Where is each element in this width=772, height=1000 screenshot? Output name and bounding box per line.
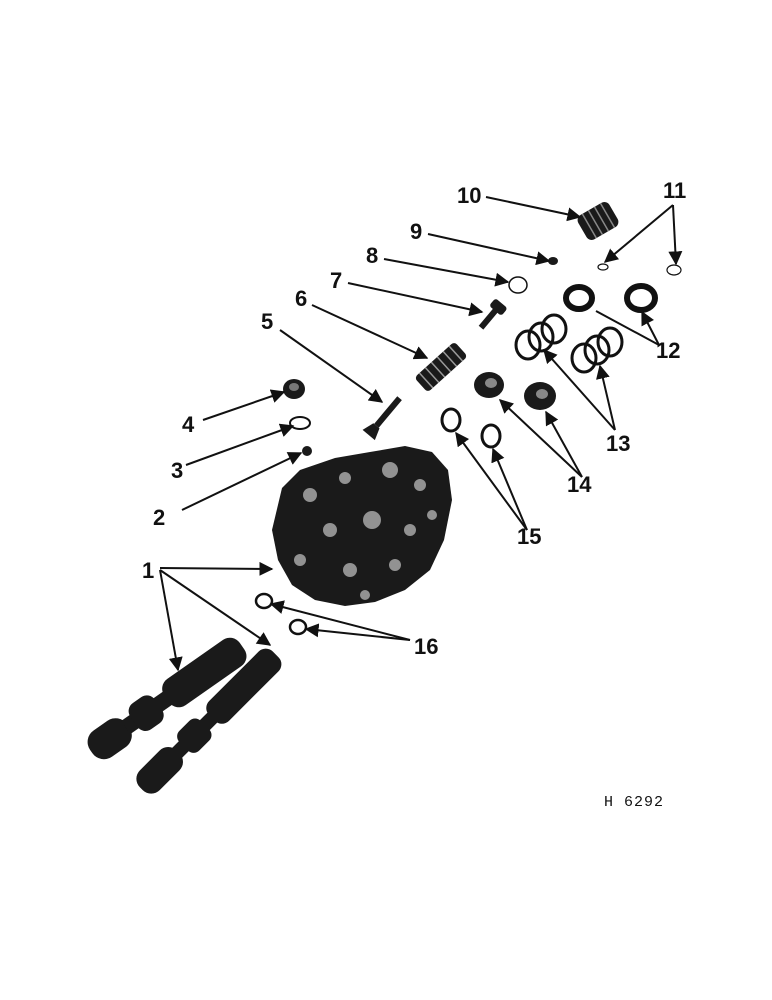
callout-1: 1 xyxy=(142,558,154,583)
callout-11: 11 xyxy=(663,178,686,203)
spool-lower xyxy=(136,648,282,794)
o-rings xyxy=(440,407,502,449)
callout-2: 2 xyxy=(153,505,165,530)
callout-15: 15 xyxy=(517,524,541,549)
o-ring-small xyxy=(289,416,311,430)
callout-10: 10 xyxy=(457,183,481,208)
callout-14: 14 xyxy=(567,472,592,497)
callout-8: 8 xyxy=(366,243,378,268)
spool-upper xyxy=(87,637,247,760)
callout-4: 4 xyxy=(182,412,195,437)
callout-labels: 1 2 3 4 5 6 7 8 9 10 11 12 13 14 15 16 xyxy=(142,178,686,659)
plug xyxy=(283,379,305,399)
figure-reference: H 6292 xyxy=(604,794,664,811)
adjusting-screw xyxy=(478,299,507,330)
callout-13: 13 xyxy=(606,431,630,456)
spring-seats xyxy=(474,372,556,410)
callout-6: 6 xyxy=(295,286,307,311)
callout-9: 9 xyxy=(410,219,422,244)
retaining-pins xyxy=(597,263,682,276)
spool-o-rings xyxy=(254,592,308,636)
callout-7: 7 xyxy=(330,268,342,293)
valve-body xyxy=(272,446,452,606)
poppet xyxy=(362,396,402,441)
callout-16: 16 xyxy=(414,634,438,659)
callout-3: 3 xyxy=(171,458,183,483)
washer xyxy=(508,276,528,294)
leader-lines xyxy=(159,196,683,672)
callout-5: 5 xyxy=(261,309,273,334)
check-ball xyxy=(302,446,312,456)
relief-cap xyxy=(577,202,619,240)
centering-springs xyxy=(514,313,624,374)
spring xyxy=(415,343,467,391)
jam-nut xyxy=(548,257,558,265)
callout-12: 12 xyxy=(656,338,680,363)
seals xyxy=(563,283,658,313)
